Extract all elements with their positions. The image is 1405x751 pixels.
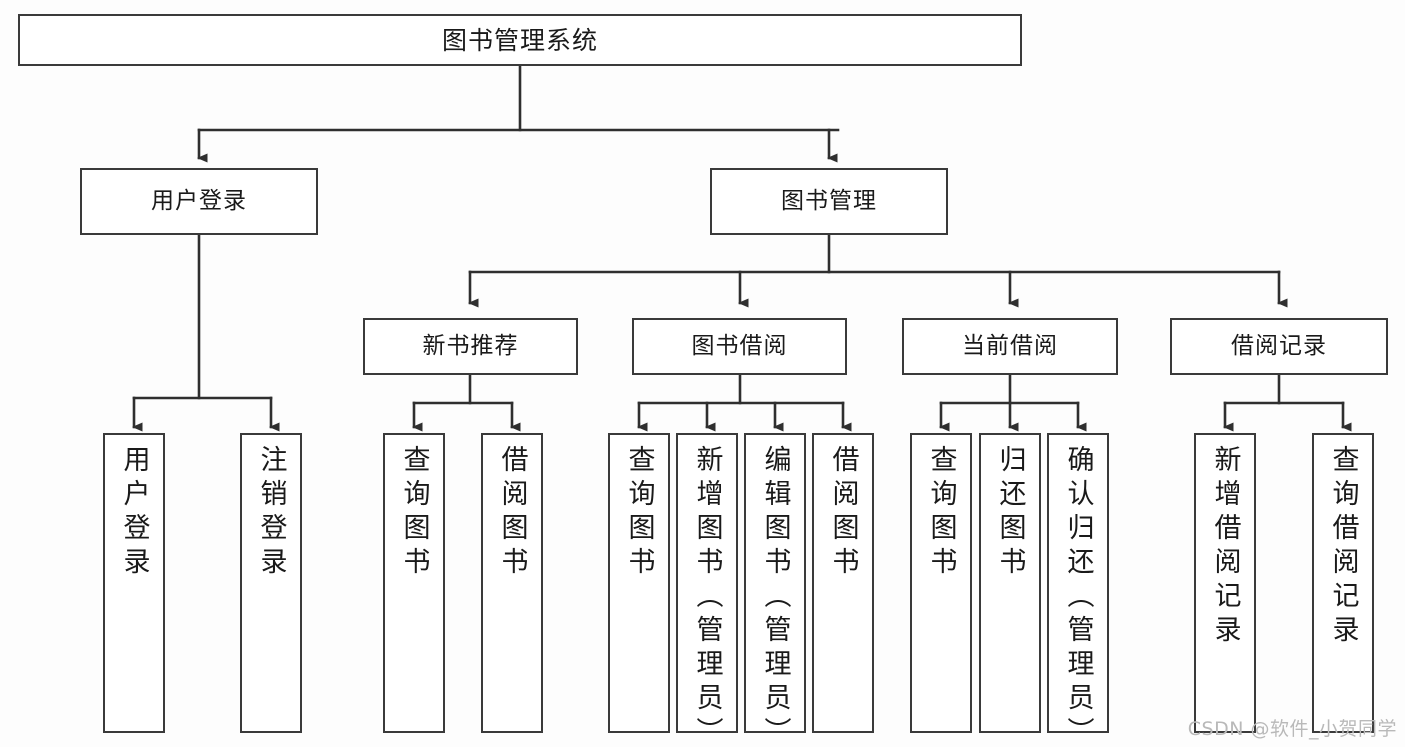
node-label: 借阅图书 bbox=[827, 445, 859, 581]
node-book-management[interactable]: 图书管理 bbox=[710, 168, 948, 235]
node-label: 确认归还（管理员） bbox=[1062, 445, 1094, 751]
node-label: 编辑图书（管理员） bbox=[759, 445, 791, 751]
node-label: 查询图书 bbox=[398, 445, 430, 581]
leaf-current-query-book[interactable]: 查询图书 bbox=[910, 433, 972, 733]
node-current-borrow[interactable]: 当前借阅 bbox=[902, 318, 1118, 375]
node-label: 新增图书（管理员） bbox=[691, 445, 723, 751]
node-label: 新书推荐 bbox=[422, 333, 519, 360]
node-user-login[interactable]: 用户登录 bbox=[80, 168, 318, 235]
node-borrow-record[interactable]: 借阅记录 bbox=[1170, 318, 1388, 375]
leaf-borrow-add-book-admin[interactable]: 新增图书（管理员） bbox=[676, 433, 738, 751]
node-label: 借阅记录 bbox=[1231, 333, 1327, 360]
node-label: 查询图书 bbox=[925, 445, 957, 581]
leaf-current-confirm-return-admin[interactable]: 确认归还（管理员） bbox=[1047, 433, 1109, 751]
node-root-system[interactable]: 图书管理系统 bbox=[18, 14, 1022, 66]
node-label: 图书借阅 bbox=[691, 333, 788, 360]
leaf-borrow-query-book[interactable]: 查询图书 bbox=[608, 433, 670, 733]
node-label: 用户登录 bbox=[118, 445, 150, 581]
leaf-borrow-borrow-book[interactable]: 借阅图书 bbox=[812, 433, 874, 733]
leaf-current-return-book[interactable]: 归还图书 bbox=[979, 433, 1041, 733]
node-label: 用户登录 bbox=[151, 188, 247, 215]
leaf-user-login-signin[interactable]: 用户登录 bbox=[103, 433, 165, 733]
leaf-recommend-query-book[interactable]: 查询图书 bbox=[383, 433, 445, 733]
node-label: 当前借阅 bbox=[962, 333, 1058, 360]
node-book-borrow[interactable]: 图书借阅 bbox=[632, 318, 847, 375]
node-label: 图书管理系统 bbox=[441, 25, 598, 55]
node-label: 新增借阅记录 bbox=[1209, 445, 1241, 649]
leaf-record-add-record[interactable]: 新增借阅记录 bbox=[1194, 433, 1256, 733]
leaf-user-login-signout[interactable]: 注销登录 bbox=[240, 433, 302, 733]
leaf-record-query-record[interactable]: 查询借阅记录 bbox=[1312, 433, 1374, 733]
leaf-borrow-edit-book-admin[interactable]: 编辑图书（管理员） bbox=[744, 433, 806, 751]
node-label: 查询借阅记录 bbox=[1327, 445, 1359, 649]
node-label: 查询图书 bbox=[623, 445, 655, 581]
node-label: 借阅图书 bbox=[496, 445, 528, 581]
node-label: 图书管理 bbox=[781, 188, 877, 215]
node-label: 注销登录 bbox=[255, 445, 287, 581]
node-new-book-recommend[interactable]: 新书推荐 bbox=[363, 318, 578, 375]
leaf-recommend-borrow-book[interactable]: 借阅图书 bbox=[481, 433, 543, 733]
node-label: 归还图书 bbox=[994, 445, 1026, 581]
